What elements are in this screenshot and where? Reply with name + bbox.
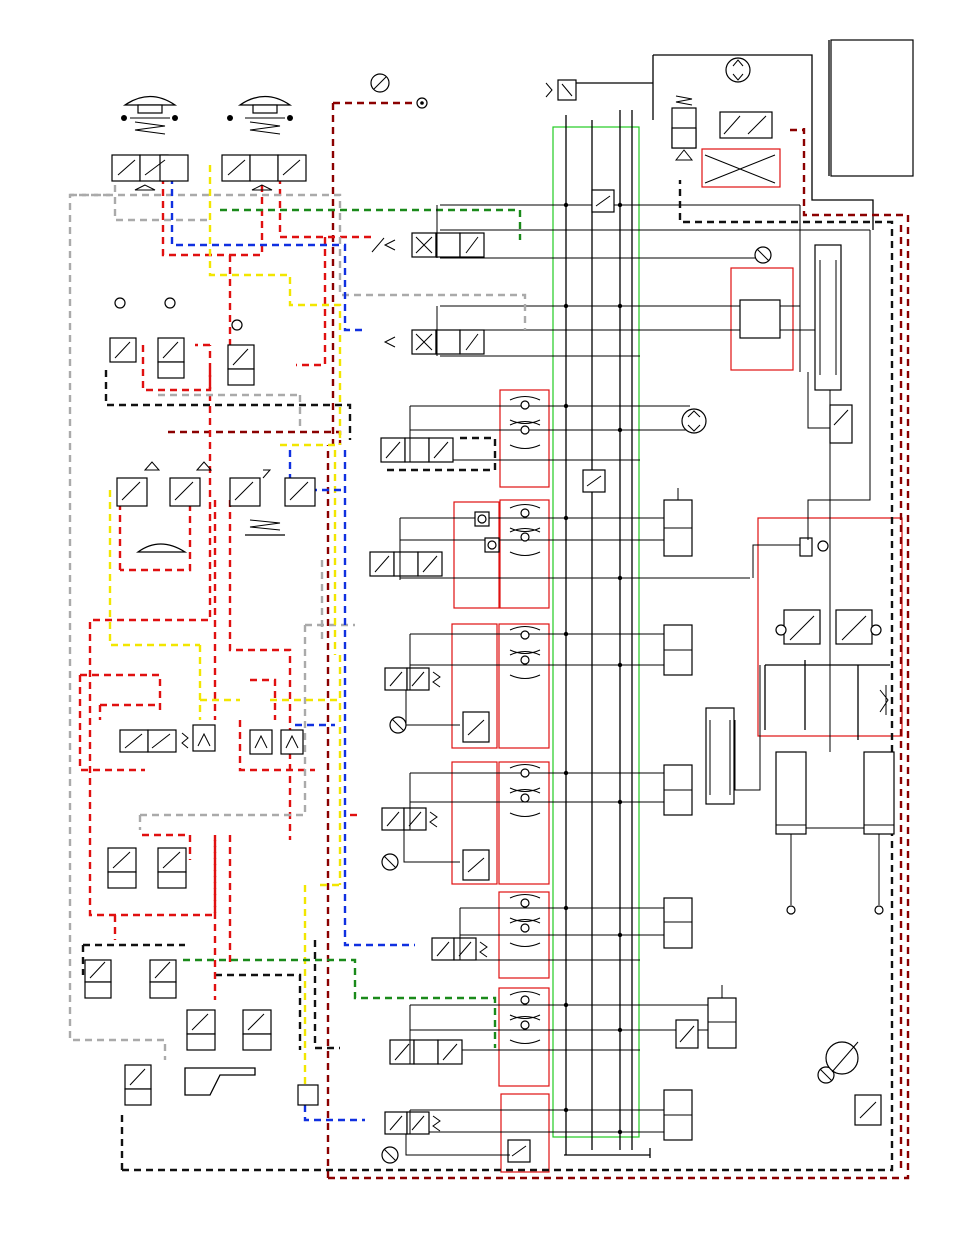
manual-valves-left[interactable] bbox=[85, 298, 318, 1105]
pilot-lines-blue bbox=[172, 165, 415, 1120]
pilot-valve-top[interactable] bbox=[672, 96, 696, 160]
pilot-lines-grey bbox=[70, 185, 525, 1060]
junction-dots bbox=[564, 203, 622, 1134]
pressure-gauges bbox=[382, 247, 834, 1163]
title-block bbox=[831, 40, 913, 176]
push-button-valve-group-2[interactable] bbox=[222, 97, 306, 191]
right-valve-group bbox=[765, 538, 890, 740]
right-side-lines bbox=[735, 205, 870, 790]
cylinders bbox=[664, 245, 894, 1140]
check-throttle-blocks bbox=[510, 397, 540, 1044]
push-button-valve-group-1[interactable] bbox=[112, 97, 188, 191]
